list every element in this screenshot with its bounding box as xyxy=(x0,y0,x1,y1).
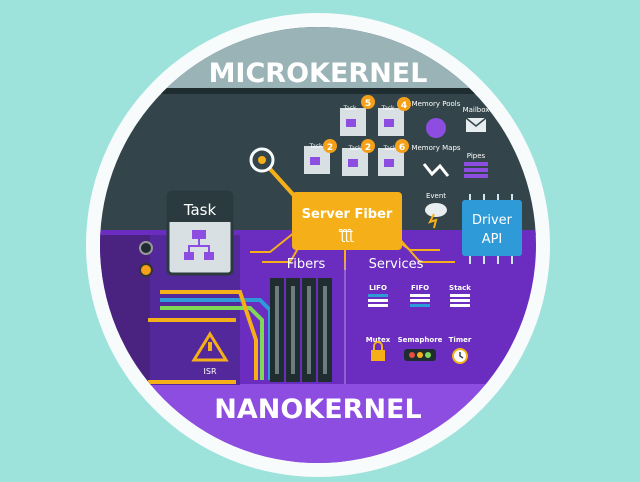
memory-maps-label: Memory Maps xyxy=(411,144,460,152)
stack-icon xyxy=(450,294,470,307)
fifo-label: FIFO xyxy=(411,284,429,292)
warning-icon-bar xyxy=(208,342,212,351)
fibers-heading: Fibers xyxy=(287,257,326,272)
mutex-label: Mutex xyxy=(366,336,391,344)
timer-clock-hands-icon xyxy=(459,352,464,359)
driver-label-line2: API xyxy=(482,232,503,247)
fiber-node-core-icon xyxy=(258,156,266,164)
pipes-label: Pipes xyxy=(467,152,486,160)
nanokernel-title: NANOKERNEL xyxy=(214,394,421,425)
isr-label: ISR xyxy=(204,367,217,376)
timer-label: Timer xyxy=(449,336,472,344)
event-cloud-icon xyxy=(425,203,447,217)
task-thumb-1-badge: 5 xyxy=(365,99,371,109)
hazard-top xyxy=(148,318,236,322)
hazard-bottom xyxy=(148,380,236,384)
task-thumb-2-badge: 4 xyxy=(401,101,407,111)
banner-divider xyxy=(100,88,536,94)
task-thumb-5: Task 6 xyxy=(378,139,409,176)
mutex-lock-shackle-icon xyxy=(373,341,383,350)
pipes-icon xyxy=(464,162,488,178)
signal-bus-3 xyxy=(160,290,258,380)
memory-pools-brain-icon xyxy=(426,118,446,138)
memory-maps-graph-icon xyxy=(422,163,450,177)
task-thumb-4-badge: 2 xyxy=(365,143,371,153)
task-thumb-1-label: Task xyxy=(343,105,357,112)
fifo-queue-icon xyxy=(410,294,430,307)
server-fiber-label: Server Fiber xyxy=(302,207,393,222)
task-thumb-3-badge: 2 xyxy=(327,143,333,153)
status-dot-orange-icon xyxy=(139,263,153,277)
task-thumb-5-badge: 6 xyxy=(399,143,405,153)
microkernel-title: MICROKERNEL xyxy=(209,58,428,89)
server-fiber-coil-icon: ƪƪƪ xyxy=(338,228,354,243)
task-thumb-2-label: Task xyxy=(381,105,395,112)
mailbox-label: Mailbox xyxy=(463,106,490,114)
driver-api-chip xyxy=(462,200,522,256)
mailbox-envelope-flap-icon xyxy=(465,117,487,127)
warning-icon xyxy=(191,331,229,362)
task-thumb-4: Task 2 xyxy=(342,139,375,176)
task-card-title: Task xyxy=(183,201,217,219)
event-label: Event xyxy=(426,192,446,200)
task-thumb-4-label: Task xyxy=(348,145,362,152)
signal-bus-2 xyxy=(160,306,264,380)
task-thumb-3-label: Task xyxy=(309,143,323,150)
mutex-lock-icon xyxy=(371,350,385,361)
lifo-stack-icon xyxy=(368,294,388,307)
task-thumb-2: Task 4 xyxy=(378,97,411,136)
task-thumb-5-label: Task xyxy=(383,145,397,152)
semaphore-label: Semaphore xyxy=(398,336,443,344)
semaphore-lights-icon xyxy=(404,349,436,361)
fiber-columns xyxy=(270,278,332,382)
lifo-label: LIFO xyxy=(369,284,387,292)
task-card-header xyxy=(168,192,232,222)
event-lightning-icon xyxy=(428,213,438,229)
status-dot-gray-icon xyxy=(139,241,153,255)
stack-label: Stack xyxy=(449,284,471,292)
driver-label-line1: Driver xyxy=(472,213,513,228)
task-flowchart-icon xyxy=(184,230,214,260)
services-heading: Services xyxy=(369,257,424,272)
task-thumb-1: Task 5 xyxy=(340,95,375,136)
task-thumb-3: Task 2 xyxy=(304,139,337,174)
server-fiber-box xyxy=(292,192,402,250)
memory-pools-label: Memory Pools xyxy=(412,100,461,108)
